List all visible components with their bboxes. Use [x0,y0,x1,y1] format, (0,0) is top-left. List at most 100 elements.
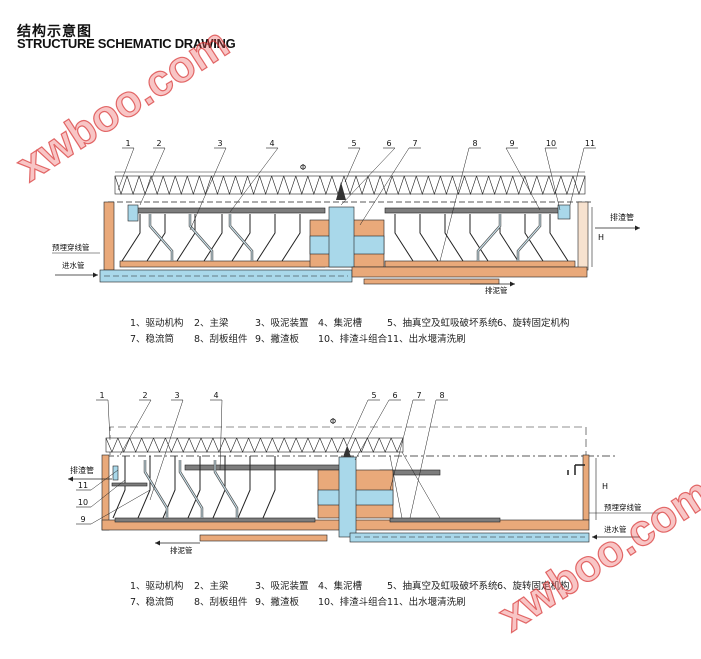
legend-item: 5、抽真空及虹吸破坏系统 [387,318,498,329]
scraper-blade [162,456,176,519]
sludge-channel [184,464,346,471]
scraper-blade [281,214,301,262]
callout-6: 6 [392,391,397,400]
callout-3: 3 [217,139,222,148]
conduit-label: 预埋穿线管 [52,242,90,252]
conduit-label: 预埋穿线管 [604,502,642,512]
diameter-label: Φ [300,163,306,172]
callout-leader [219,399,223,471]
rotation-mount-icon [343,446,351,457]
callout-leader [409,399,437,519]
tank-floor-right [384,260,576,268]
callout-10: 10 [546,139,556,148]
callout-7: 7 [416,391,421,400]
suction-pipe-inner [229,214,253,261]
legend-item: 1、驱动机构 [130,581,184,592]
slag-pipe-label: 排渣管 [70,465,94,475]
scraper-blade [231,214,251,262]
callout-leader [569,147,585,206]
diameter-label: Φ [330,417,336,426]
legend-item: 7、稳流筒 [130,334,175,345]
scraper-blade [112,456,126,519]
callout-4: 4 [269,139,274,148]
legend-item: 6、旋转固定机构 [497,318,570,329]
callout-10: 10 [78,498,88,507]
sludge-pipe-arrow-arrowhead [155,540,160,546]
callout-leader [346,399,369,447]
scraper-blade [262,456,276,519]
legend-item: 9、撇渣板 [255,334,300,345]
legend-item: 8、刮板组件 [194,597,248,608]
sludge-bed-right [351,266,588,278]
legend-item: 8、刮板组件 [194,334,248,345]
callout-leader [90,489,151,525]
scraper-blade [549,214,569,262]
inlet-arrow-arrowhead [93,272,98,278]
sludge-discharge-pipe [363,278,500,285]
suction-pipe-inner [517,214,541,261]
callout-11: 11 [78,481,88,490]
sludge-channel-left [134,207,326,214]
scraper-blade [499,214,519,262]
legend-item: 10、排渣斗组合 [318,334,388,345]
suction-pipe-inner [214,460,238,518]
legend-item: 9、撇渣板 [255,597,300,608]
page-title-cn: 结构示意图 [17,24,92,40]
callout-leader [117,147,135,191]
callout-11: 11 [585,139,595,148]
sludge-pipe-arrow-arrowhead [510,281,515,287]
truss-web [105,437,404,453]
suction-pipe [476,214,502,261]
suction-pipe-inner [477,214,501,261]
slag-pipe-arrow-arrowhead [635,225,640,231]
scraper-blade [237,456,251,519]
scraper-base [114,517,316,523]
sludge-pipe-label: 排泥管 [170,545,193,555]
legend-item: 6、旋转固定机构 [497,581,570,592]
callout-leader [344,147,361,183]
callout-leader [354,399,390,461]
callout-leader [90,479,126,508]
center-column [338,456,357,538]
callout-9: 9 [80,515,85,524]
callout-5: 5 [371,391,376,400]
scraper-blade [444,214,464,262]
scraper-base-right [389,517,501,523]
callout-leader [189,147,227,231]
callout-8: 8 [472,139,477,148]
suction-pipe [148,214,174,261]
legend-item: 5、抽真空及虹吸破坏系统 [387,581,498,592]
callout-2: 2 [156,139,161,148]
suction-pipe [143,460,169,518]
callout-leader [90,469,119,491]
tank-wall-left [101,454,110,531]
inlet-label: 进水管 [62,260,85,270]
slag-hopper-left [127,204,139,222]
sludge-pipe-label: 排泥管 [485,285,508,295]
callout-leader [119,399,152,456]
center-column [328,206,355,268]
h-label: H [602,482,608,491]
scraper-blade [203,214,223,262]
legend-item: 2、主梁 [194,318,229,329]
legend-item: 4、集泥槽 [318,318,363,329]
weir-brush-icon [567,464,585,475]
tank-wall-right [577,201,589,271]
callout-leader [107,399,111,441]
suction-pipe-inner [144,460,168,518]
callout-6: 6 [386,139,391,148]
scraper-blade [524,214,544,262]
legend-item: 1、驱动机构 [130,318,184,329]
callout-leader [359,147,410,226]
suction-pipe-inner [179,460,203,518]
callout-1: 1 [99,391,104,400]
legend-item: 3、吸泥装置 [255,581,309,592]
scraper-blade [419,214,439,262]
callout-leader [139,147,166,206]
inlet-arrow-arrowhead [592,534,597,540]
truss-web [114,175,586,195]
slag-trough [111,482,148,487]
